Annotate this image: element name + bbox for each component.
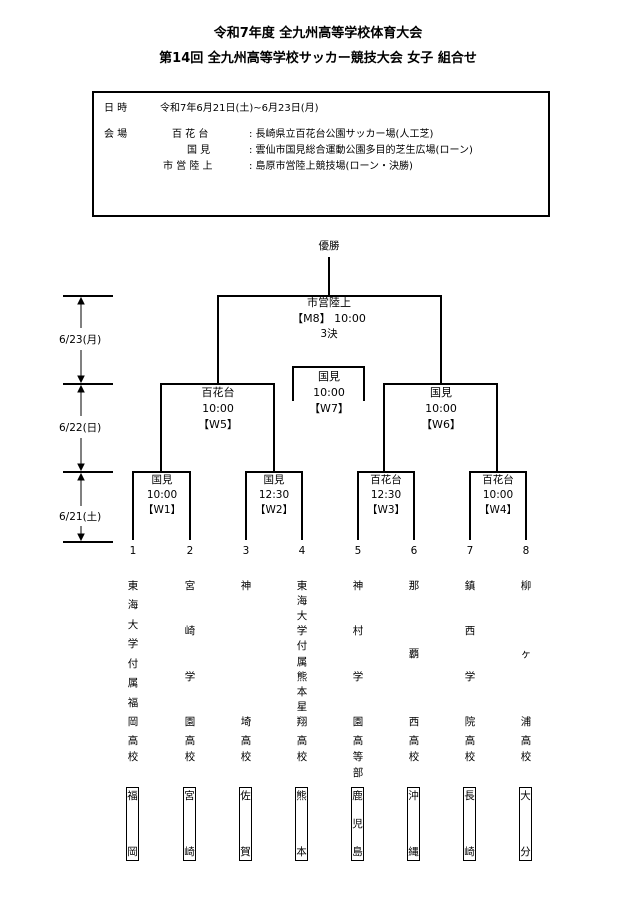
semi-info: 国見 10:00 【W6】 bbox=[401, 385, 481, 433]
semi-info: 百花台 10:00 【W5】 bbox=[178, 385, 258, 433]
prefecture-box: 福岡 bbox=[126, 787, 139, 861]
qf-venue: 百花台 bbox=[370, 474, 402, 486]
date-label: 日 時 bbox=[104, 103, 128, 114]
semi-match: 【W6】 bbox=[421, 418, 461, 431]
third-place-info: 国見 10:00 【W7】 bbox=[294, 369, 364, 417]
info-box bbox=[92, 91, 550, 217]
semi-match: 【W5】 bbox=[198, 418, 238, 431]
arrow-up-icon bbox=[77, 472, 85, 481]
semi-time: 10:00 bbox=[425, 402, 457, 415]
team-number: 7 bbox=[466, 545, 474, 557]
team-number: 4 bbox=[298, 545, 306, 557]
semi-time: 10:00 bbox=[202, 402, 234, 415]
qf-bracket-3 bbox=[357, 471, 415, 540]
venue-detail: : 長崎県立百花台公園サッカー場(人工芝) bbox=[249, 129, 434, 140]
semi-bracket-right bbox=[383, 383, 498, 472]
page-title: 令和7年度 全九州高等学校体育大会 bbox=[213, 26, 423, 41]
venue-detail: : 雲仙市国見総合運動公園多目的芝生広場(ローン) bbox=[249, 145, 473, 156]
arrow-down-icon bbox=[77, 375, 85, 384]
team-number: 5 bbox=[354, 545, 362, 557]
date-value: 令和7年6月21日(土)~6月23日(月) bbox=[160, 103, 319, 114]
final-info: 市営陸上 【M8】 10:00 3決 bbox=[279, 295, 379, 342]
venue-label: 会 場 bbox=[104, 129, 128, 140]
final-note: 3決 bbox=[320, 328, 338, 340]
qf-time: 12:30 bbox=[370, 489, 402, 501]
qf-time: 10:00 bbox=[482, 489, 514, 501]
semi-venue: 国見 bbox=[430, 386, 452, 399]
qf-info: 百花台 10:00 【W4】 bbox=[472, 473, 524, 518]
qf-match: 【W1】 bbox=[142, 504, 182, 516]
qf-info: 国見 10:00 【W1】 bbox=[136, 473, 188, 518]
qf-bracket-2 bbox=[245, 471, 303, 540]
prefecture-box: 鹿児島 bbox=[351, 787, 364, 861]
semi-bracket-left bbox=[160, 383, 275, 472]
champion-label: 優勝 bbox=[318, 240, 340, 252]
team-number: 2 bbox=[186, 545, 194, 557]
day-label: 6/23(月) bbox=[59, 334, 102, 346]
qf-info: 百花台 12:30 【W3】 bbox=[360, 473, 412, 518]
day-label: 6/22(日) bbox=[59, 422, 102, 434]
team-number: 6 bbox=[410, 545, 418, 557]
qf-venue: 百花台 bbox=[482, 474, 514, 486]
prefecture-box: 佐賀 bbox=[239, 787, 252, 861]
qf-bracket-1 bbox=[132, 471, 191, 540]
venue-detail: : 島原市営陸上競技場(ローン・決勝) bbox=[249, 161, 413, 172]
third-time: 10:00 bbox=[313, 386, 345, 399]
qf-match: 【W2】 bbox=[254, 504, 294, 516]
venue-name: 国 見 bbox=[187, 145, 211, 156]
third-place-bracket bbox=[292, 366, 365, 401]
venue-name: 市 営 陸 上 bbox=[163, 161, 213, 172]
prefecture-box: 沖縄 bbox=[407, 787, 420, 861]
page-subtitle: 第14回 全九州高等学校サッカー競技大会 女子 組合せ bbox=[159, 51, 477, 66]
semi-venue: 百花台 bbox=[201, 386, 235, 399]
qf-venue: 国見 bbox=[263, 474, 285, 486]
prefecture-box: 大分 bbox=[519, 787, 532, 861]
qf-venue: 国見 bbox=[151, 474, 173, 486]
final-bracket bbox=[217, 295, 442, 384]
arrow-down-icon bbox=[77, 533, 85, 542]
final-match: 【M8】 10:00 bbox=[292, 312, 366, 325]
arrow-down-icon bbox=[77, 463, 85, 472]
team-number: 3 bbox=[242, 545, 250, 557]
qf-bracket-4 bbox=[469, 471, 527, 540]
prefecture-box: 宮崎 bbox=[183, 787, 196, 861]
third-match: 【W7】 bbox=[309, 402, 349, 415]
arrow-up-icon bbox=[77, 296, 85, 305]
team-number: 1 bbox=[129, 545, 137, 557]
day-label: 6/21(土) bbox=[59, 511, 102, 523]
prefecture-box: 長崎 bbox=[463, 787, 476, 861]
venue-name: 百 花 台 bbox=[172, 129, 209, 140]
qf-time: 10:00 bbox=[146, 489, 178, 501]
qf-info: 国見 12:30 【W2】 bbox=[248, 473, 300, 518]
third-venue: 国見 bbox=[318, 370, 340, 383]
qf-match: 【W3】 bbox=[366, 504, 406, 516]
qf-match: 【W4】 bbox=[478, 504, 518, 516]
qf-time: 12:30 bbox=[258, 489, 290, 501]
final-venue: 市営陸上 bbox=[307, 296, 351, 309]
prefecture-box: 熊本 bbox=[295, 787, 308, 861]
arrow-up-icon bbox=[77, 384, 85, 393]
team-number: 8 bbox=[522, 545, 530, 557]
